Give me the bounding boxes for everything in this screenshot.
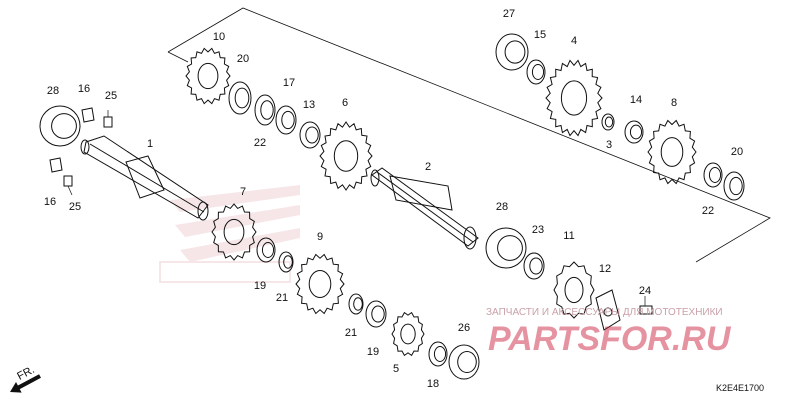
circlip-22-right bbox=[703, 162, 723, 188]
callout-27: 27 bbox=[503, 8, 515, 20]
callout-22: 22 bbox=[254, 137, 266, 149]
gear-10 bbox=[185, 47, 231, 105]
assembly-frame bbox=[167, 7, 771, 263]
callout-14: 14 bbox=[630, 94, 642, 106]
gear-5 bbox=[391, 311, 425, 357]
seal-23 bbox=[523, 252, 545, 280]
circlip-22-top bbox=[254, 94, 276, 126]
bolt-25-top bbox=[103, 110, 113, 128]
sprocket-11 bbox=[553, 261, 595, 319]
washer-17 bbox=[275, 105, 297, 135]
washer-19-lower bbox=[365, 300, 387, 328]
callout-22: 22 bbox=[702, 205, 714, 217]
callout-21: 21 bbox=[276, 292, 288, 304]
countershaft bbox=[370, 167, 479, 250]
front-direction-arrow: FR. bbox=[10, 364, 41, 393]
callout-20: 20 bbox=[237, 53, 249, 65]
washer-14 bbox=[624, 120, 644, 144]
watermark-tagline: ЗАПЧАСТИ И АКСЕССУАРЫ ДЛЯ МОТОТЕХНИКИ bbox=[486, 307, 723, 318]
stopper-16-bottom bbox=[49, 157, 63, 173]
callout-25: 25 bbox=[105, 90, 117, 102]
callout-7: 7 bbox=[240, 186, 246, 198]
bearing-27 bbox=[495, 33, 529, 71]
stopper-16-top bbox=[81, 107, 95, 123]
washer-13 bbox=[299, 121, 321, 149]
circlip-21-upper bbox=[278, 251, 294, 273]
gear-8 bbox=[647, 119, 697, 185]
callout-9: 9 bbox=[317, 231, 323, 243]
small-parts bbox=[49, 107, 653, 331]
washer-18 bbox=[428, 341, 448, 367]
gears-layer bbox=[185, 47, 697, 357]
rings-layer bbox=[39, 33, 745, 380]
callout-24: 24 bbox=[639, 285, 651, 297]
bearing-26 bbox=[448, 344, 480, 380]
washer-19-upper bbox=[256, 237, 276, 263]
callout-1: 1 bbox=[147, 138, 153, 150]
callout-5: 5 bbox=[393, 363, 399, 375]
honda-wing-watermark bbox=[159, 185, 300, 283]
washer-15 bbox=[526, 59, 546, 85]
washer-20-top bbox=[228, 81, 252, 115]
callout-6: 6 bbox=[342, 97, 348, 109]
callout-15: 15 bbox=[534, 29, 546, 41]
callout-19: 19 bbox=[367, 346, 379, 358]
circlip-21-lower bbox=[348, 293, 364, 315]
callout-17: 17 bbox=[283, 77, 295, 89]
mainshaft bbox=[80, 135, 209, 221]
bearing-28-right bbox=[485, 227, 527, 269]
callout-20: 20 bbox=[731, 146, 743, 158]
callout-23: 23 bbox=[532, 224, 544, 236]
callout-11: 11 bbox=[563, 230, 574, 242]
callout-13: 13 bbox=[303, 99, 315, 111]
callout-12: 12 bbox=[599, 263, 611, 275]
bolt-24 bbox=[639, 296, 653, 315]
watermark-logo: PARTSFOR.RU bbox=[488, 320, 732, 358]
callout-3: 3 bbox=[606, 139, 612, 151]
callout-18: 18 bbox=[427, 378, 439, 390]
callout-10: 10 bbox=[213, 31, 225, 43]
callout-28: 28 bbox=[496, 201, 508, 213]
bearing-28-left bbox=[39, 105, 81, 147]
diagram-code: K2E4E1700 bbox=[716, 383, 764, 393]
gear-4 bbox=[545, 59, 603, 137]
plate-12 bbox=[595, 289, 621, 331]
bolt-25-bottom bbox=[63, 175, 73, 196]
callout-16: 16 bbox=[78, 83, 90, 95]
callout-16: 16 bbox=[44, 196, 56, 208]
callout-28: 28 bbox=[47, 85, 59, 97]
gear-6 bbox=[319, 121, 373, 191]
callout-26: 26 bbox=[458, 322, 470, 334]
callout-25: 25 bbox=[69, 201, 81, 213]
callout-19: 19 bbox=[254, 280, 266, 292]
callout-21: 21 bbox=[345, 327, 357, 339]
bushing-3 bbox=[601, 113, 615, 131]
gear-9 bbox=[295, 253, 345, 315]
gear-7 bbox=[211, 203, 257, 261]
washer-20-right bbox=[723, 171, 745, 201]
callout-2: 2 bbox=[425, 161, 431, 173]
callout-8: 8 bbox=[671, 97, 677, 109]
callout-4: 4 bbox=[571, 35, 577, 47]
